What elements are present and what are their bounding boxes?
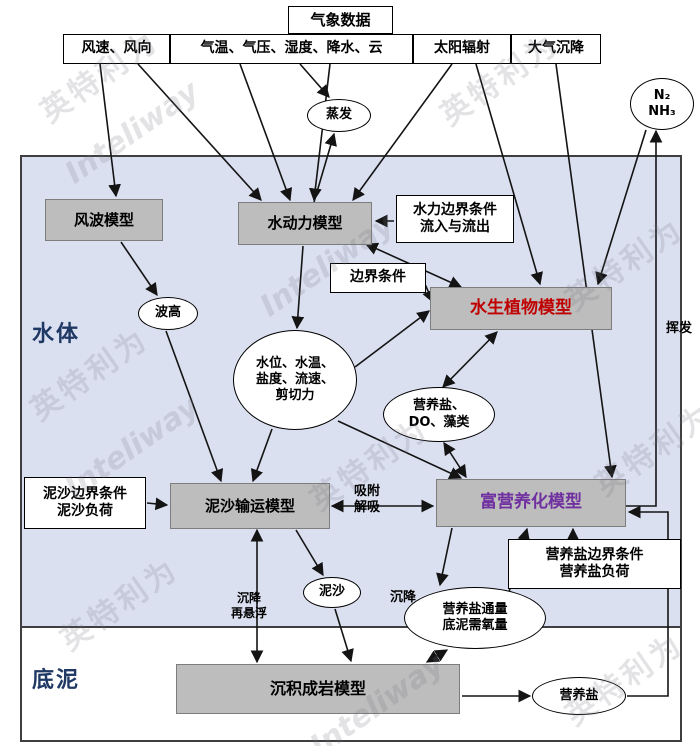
- sediment-region-label: 底泥: [32, 668, 81, 693]
- settling-resuspension-label: 沉降 再悬浮: [230, 591, 267, 620]
- sediment-boundary-box: 泥沙边界条件 泥沙负荷: [24, 477, 146, 529]
- hydraulic-boundary-box: 水力边界条件 流入与流出: [396, 195, 514, 243]
- wave-height-ellipse: 波高: [138, 297, 198, 330]
- n2-nh3-ellipse: N₂ NH₃: [630, 78, 694, 130]
- met-solar-box: 太阳辐射: [413, 34, 511, 64]
- nutrient-flux-ellipse: 营养盐通量 底泥需氧量: [404, 587, 546, 649]
- wind-wave-model-box: 风波模型: [45, 199, 163, 241]
- adsorption-desorption-label: 吸附 解吸: [353, 483, 380, 515]
- met-wind-box: 风速、风向: [63, 34, 170, 64]
- water-region-label: 水体: [32, 322, 81, 347]
- nutrient-boundary-box: 营养盐边界条件 营养盐负荷: [508, 539, 681, 589]
- boundary-condition-box: 边界条件: [330, 263, 426, 293]
- aquatic-plant-model-box: 水生植物模型: [430, 287, 612, 330]
- diagenesis-model-box: 沉积成岩模型: [176, 664, 460, 714]
- met-data-header: 气象数据: [288, 6, 393, 34]
- met-air-box: 气温、气压、湿度、降水、云: [170, 34, 413, 64]
- volatilization-label: 挥发: [665, 320, 692, 336]
- eutrophication-model-box: 富营养化模型: [436, 479, 626, 527]
- nutrients-bottom-ellipse: 营养盐: [532, 677, 626, 715]
- met-deposition-box: 大气沉降: [511, 34, 601, 64]
- hydrodynamic-model-box: 水动力模型: [238, 202, 372, 245]
- sediment-ellipse: 泥沙: [303, 577, 361, 608]
- sediment-transport-model-box: 泥沙输运模型: [170, 483, 330, 529]
- nutrients-do-algae-ellipse: 营养盐、 DO、藻类: [383, 387, 495, 442]
- evaporation-ellipse: 蒸发: [307, 99, 371, 132]
- settling-label: 沉降: [389, 589, 416, 605]
- state-variables-ellipse: 水位、水温、盐度、流速、剪切力: [233, 330, 357, 430]
